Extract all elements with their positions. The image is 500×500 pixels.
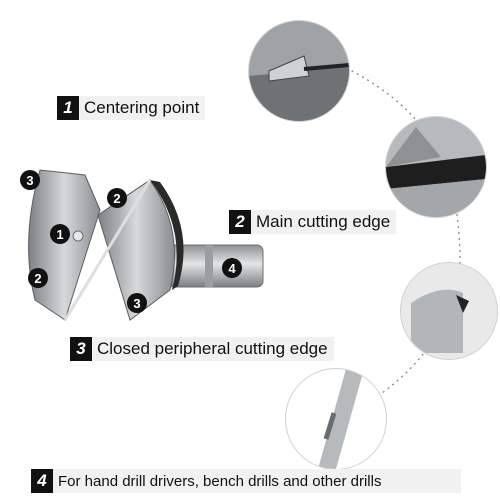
callout-peripheral-cutting-edge: 3 Closed peripheral cutting edge — [70, 337, 334, 361]
callout-number: 3 — [70, 337, 92, 361]
zoom-main-cutting-edge — [385, 116, 487, 218]
svg-text:3: 3 — [133, 296, 140, 311]
svg-text:1: 1 — [56, 227, 63, 242]
centering-point — [72, 230, 84, 242]
callout-label: Closed peripheral cutting edge — [97, 339, 328, 358]
svg-text:2: 2 — [113, 191, 120, 206]
zoom-peripheral-cutting-edge — [400, 262, 498, 360]
right-cutter-wing — [97, 179, 175, 321]
zoom-centering-point — [248, 20, 350, 122]
marker-2-left: 2 — [28, 268, 48, 288]
marker-3-bottom: 3 — [127, 293, 147, 313]
marker-3-top-left: 3 — [20, 170, 40, 190]
svg-text:4: 4 — [228, 261, 236, 276]
svg-text:3: 3 — [26, 173, 33, 188]
dotted-connector-arc — [329, 59, 461, 411]
marker-1-center: 1 — [50, 224, 70, 244]
callout-label: Main cutting edge — [256, 212, 391, 231]
callout-main-cutting-edge: 2 Main cutting edge — [229, 210, 397, 234]
marker-4-shank: 4 — [222, 258, 242, 278]
callout-centering-point: 1 Centering point — [57, 96, 206, 120]
left-cutter-wing — [28, 169, 101, 321]
callout-number: 1 — [57, 96, 79, 120]
marker-2-right: 2 — [107, 188, 127, 208]
callout-label: For hand drill drivers, bench drills and… — [58, 472, 382, 490]
callout-drill-compatibility: 4 For hand drill drivers, bench drills a… — [31, 469, 461, 493]
svg-text:2: 2 — [34, 271, 41, 286]
callout-number: 2 — [229, 210, 251, 234]
zoom-shank — [285, 368, 387, 470]
callout-number: 4 — [31, 469, 53, 493]
callout-label: Centering point — [84, 98, 200, 117]
